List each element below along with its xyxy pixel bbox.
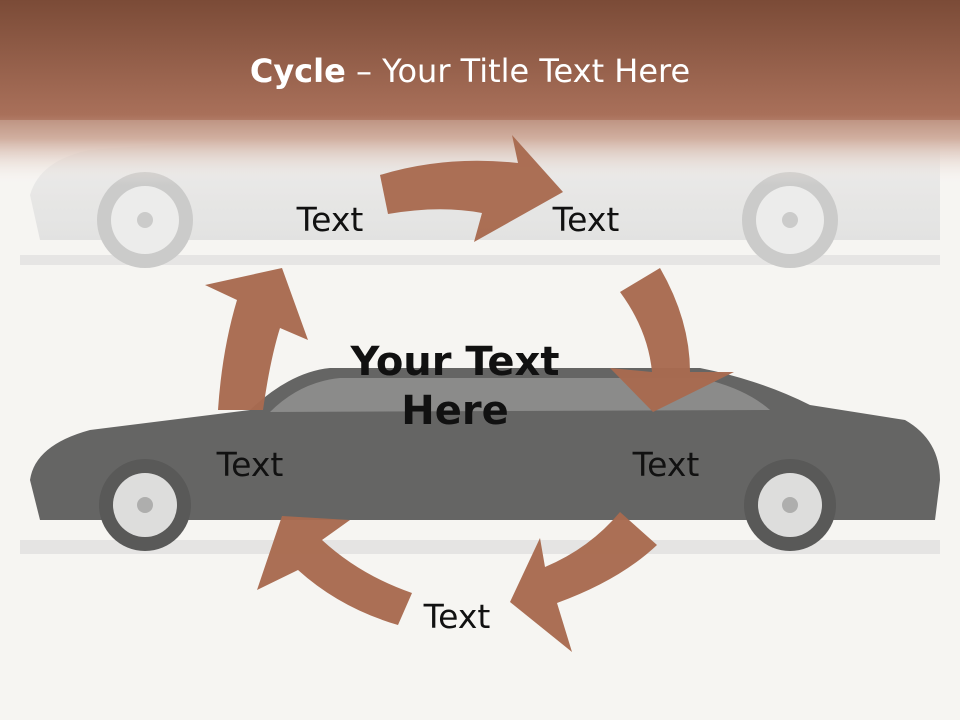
title-rest: – Your Title Text Here xyxy=(345,52,691,90)
arrow-bottom-right xyxy=(510,512,657,652)
limousine-image xyxy=(20,368,940,554)
arrow-bottom-left xyxy=(257,516,412,625)
cycle-label-left: Text xyxy=(216,445,284,484)
cycle-label-top-right: Text xyxy=(552,200,620,239)
center-text: Your Text Here xyxy=(320,338,590,436)
title-bold: Cycle xyxy=(249,52,346,90)
arrow-right-upper xyxy=(610,268,734,412)
slide-title: Cycle – Your Title Text Here xyxy=(0,52,940,90)
cycle-label-right: Text xyxy=(632,445,700,484)
arrow-top xyxy=(380,135,563,242)
center-text-line-2: Here xyxy=(401,387,509,434)
cycle-label-bottom: Text xyxy=(423,597,491,636)
arrow-left xyxy=(205,268,308,410)
cycle-label-top-left: Text xyxy=(296,200,364,239)
center-text-line-1: Your Text xyxy=(350,339,560,385)
